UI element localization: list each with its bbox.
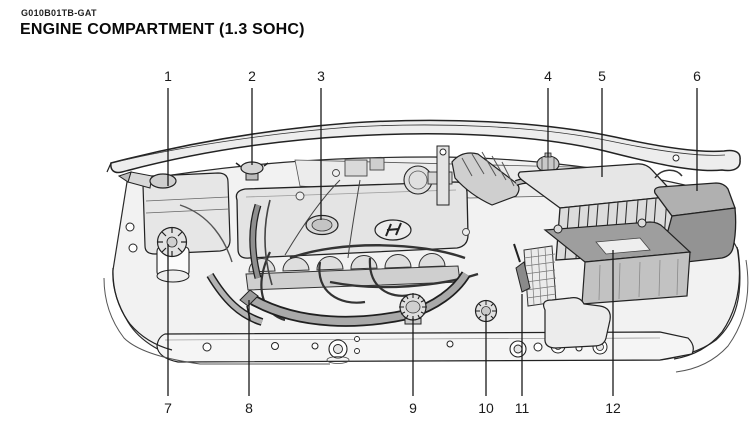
callout-6: 6 — [693, 68, 701, 84]
hyundai-logo-icon — [374, 219, 412, 241]
battery — [543, 218, 692, 305]
page-title: ENGINE COMPARTMENT (1.3 SOHC) — [20, 21, 305, 38]
radiator-hoses — [179, 179, 471, 327]
washer-reservoir-cap — [474, 299, 498, 323]
callout-7: 7 — [164, 400, 172, 416]
callout-8: 8 — [245, 400, 253, 416]
callout-9: 9 — [409, 400, 417, 416]
callout-10: 10 — [478, 400, 494, 416]
left-wall-bolts — [125, 222, 138, 253]
leader-lines — [167, 88, 698, 396]
callout-11: 11 — [514, 400, 530, 416]
brake-booster — [295, 145, 470, 236]
callout-4: 4 — [544, 68, 552, 84]
body-outline — [103, 162, 749, 373]
callout-12: 12 — [605, 400, 621, 416]
engine-mount-bracket — [542, 297, 611, 349]
callout-1: 1 — [164, 68, 172, 84]
coolant-cap — [149, 173, 177, 189]
battery-tray-grid — [523, 245, 557, 307]
cowl-panel — [110, 119, 741, 174]
section-code: G010B01TB-GAT — [21, 8, 97, 18]
callout-3: 3 — [317, 68, 325, 84]
callout-2: 2 — [248, 68, 256, 84]
power-steering-reservoir — [156, 226, 190, 283]
transaxle-dipstick — [513, 243, 531, 293]
battery-label — [595, 237, 651, 255]
intake-runners — [245, 253, 461, 291]
callout-5: 5 — [598, 68, 606, 84]
